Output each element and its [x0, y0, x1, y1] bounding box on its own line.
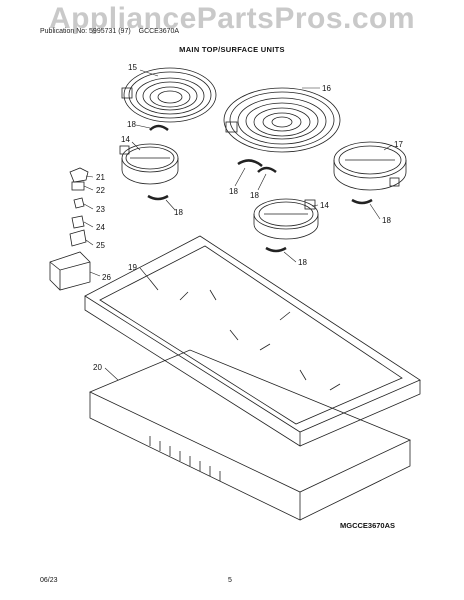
radiant-element-16 [223, 87, 341, 153]
callout-18-c: 18 [250, 191, 259, 200]
callout-23: 23 [96, 205, 105, 214]
callout-25: 25 [96, 241, 105, 250]
publication-number: Publication No: 5995731 (97) [40, 28, 131, 35]
small-parts-21-25 [69, 167, 89, 247]
bracket-26 [49, 251, 91, 291]
model-number-top: GCCE3670A [138, 28, 180, 35]
radiant-element-15 [121, 67, 217, 123]
diagram-model-number: MGCCE3670AS [340, 521, 396, 530]
heating-element-14-left [119, 143, 179, 185]
leader-lines [83, 69, 393, 381]
callout-19: 19 [128, 263, 137, 272]
main-top-frame-19 [84, 235, 421, 447]
callout-14-left: 14 [121, 135, 130, 144]
callout-20: 20 [93, 363, 102, 372]
callout-18-e: 18 [382, 216, 391, 225]
callout-16: 16 [322, 84, 331, 93]
callout-18-f: 18 [298, 258, 307, 267]
chassis-box-20 [89, 349, 411, 521]
callout-26: 26 [102, 273, 111, 282]
callout-21: 21 [96, 173, 105, 182]
heating-element-14-middle [253, 198, 319, 240]
footer-date: 06/23 [40, 577, 58, 584]
callout-24: 24 [96, 223, 105, 232]
callout-17: 17 [394, 140, 403, 149]
callout-14-middle: 14 [320, 201, 329, 210]
publication-header: Publication No: 5995731 (97) GCCE3670A [40, 28, 179, 35]
callout-18-a: 18 [127, 120, 136, 129]
callout-18-d: 18 [174, 208, 183, 217]
heating-element-17 [333, 141, 407, 191]
callout-22: 22 [96, 186, 105, 195]
callout-15: 15 [128, 63, 137, 72]
wire-harness-pieces-18 [147, 124, 373, 253]
callout-labels: 15 16 18 14 17 21 22 23 24 25 26 18 18 1… [93, 63, 403, 372]
watermark: AppliancePartsPros.com [48, 2, 416, 35]
section-title: MAIN TOP/SURFACE UNITS [179, 45, 285, 54]
footer-page-number: 5 [228, 577, 232, 584]
callout-18-b: 18 [229, 187, 238, 196]
